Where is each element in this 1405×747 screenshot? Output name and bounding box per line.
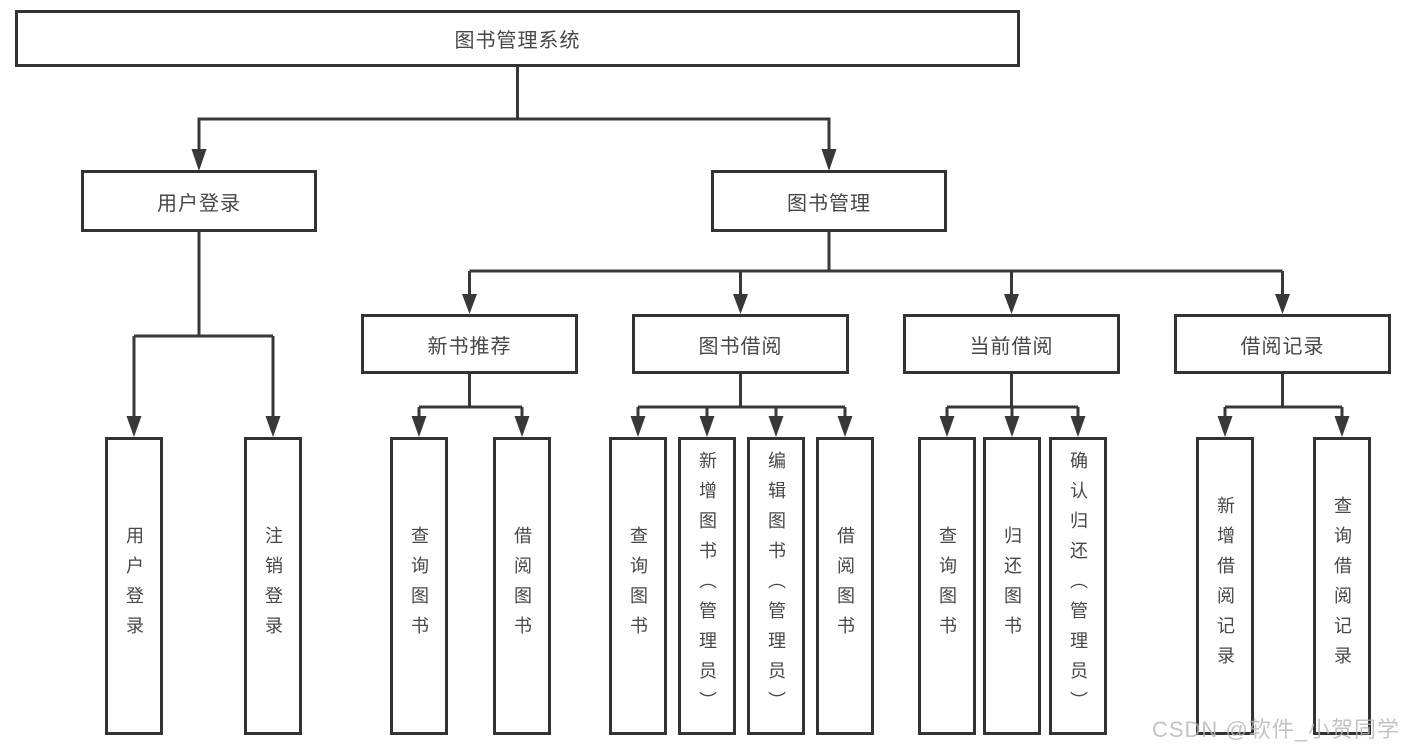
node-library-management-system: 图书管理系统 (15, 10, 1020, 67)
leaf-record-add-borrow-record: 新增借阅记录 (1196, 437, 1254, 735)
node-borrowing-records: 借阅记录 (1174, 314, 1391, 374)
node-book-borrowing: 图书借阅 (632, 314, 849, 374)
leaf-borrow-borrow-books: 借阅图书 (816, 437, 874, 735)
node-book-management: 图书管理 (711, 170, 947, 232)
leaf-borrow-add-books-admin: 新增图书（管理员） (678, 437, 736, 735)
leaf-current-query-books: 查询图书 (918, 437, 976, 735)
node-current-borrowing: 当前借阅 (903, 314, 1120, 374)
leaf-user-login: 用户登录 (105, 437, 163, 735)
leaf-current-confirm-return-admin: 确认归还（管理员） (1049, 437, 1107, 735)
leaf-borrow-query-books: 查询图书 (609, 437, 667, 735)
node-new-book-recommendation: 新书推荐 (361, 314, 578, 374)
leaf-borrow-edit-books-admin: 编辑图书（管理员） (747, 437, 805, 735)
leaf-logout-login: 注销登录 (244, 437, 302, 735)
leaf-record-query-borrow-record: 查询借阅记录 (1313, 437, 1371, 735)
node-user-login: 用户登录 (81, 170, 317, 232)
leaf-newrec-borrow-books: 借阅图书 (493, 437, 551, 735)
leaf-newrec-query-books: 查询图书 (390, 437, 448, 735)
watermark: CSDN @软件_小贺同学 (1151, 717, 1400, 742)
leaf-current-return-books: 归还图书 (983, 437, 1041, 735)
